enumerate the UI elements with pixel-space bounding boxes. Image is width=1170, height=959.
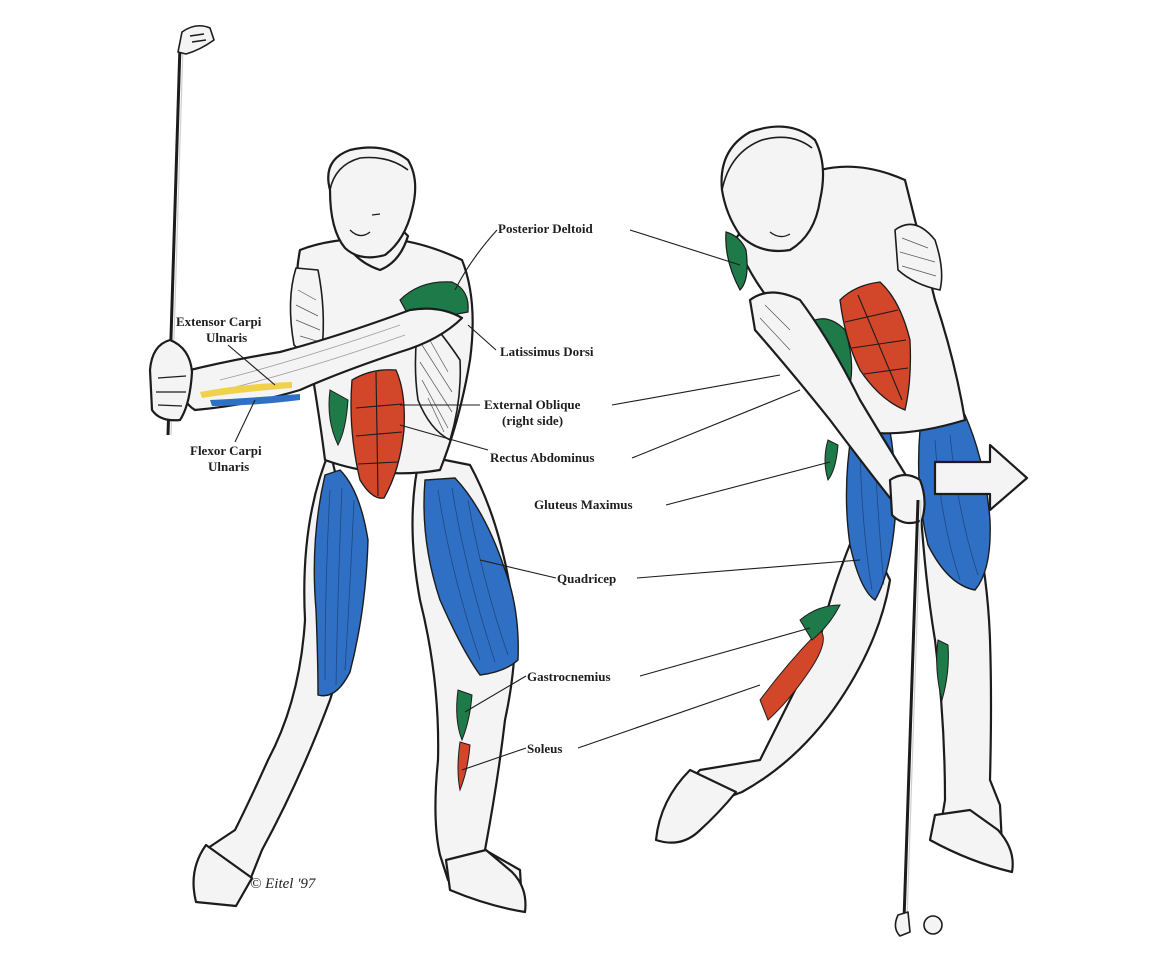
left-quadricep-back xyxy=(313,469,369,697)
leader-soleus-right xyxy=(577,684,761,749)
right-figure-front-shoe xyxy=(928,808,1014,874)
left-figure-hands xyxy=(148,338,194,422)
label-gluteus-maximus: Gluteus Maximus xyxy=(534,497,633,512)
left-figure-head xyxy=(327,146,417,259)
left-quadricep-front xyxy=(423,477,519,676)
label-flexor-carpi-line2: Ulnaris xyxy=(208,459,249,474)
left-extensor-carpi-ulnaris xyxy=(200,382,292,398)
leader-quadricep-left xyxy=(479,559,557,579)
left-golfer-figure xyxy=(148,24,527,914)
label-external-oblique-line1: External Oblique xyxy=(484,397,581,412)
left-soleus xyxy=(457,741,471,792)
right-figure-hands xyxy=(888,473,926,525)
right-posterior-deltoid xyxy=(725,231,748,291)
right-figure-head xyxy=(720,125,825,253)
label-soleus: Soleus xyxy=(527,741,562,756)
label-posterior-deltoid: Posterior Deltoid xyxy=(498,221,593,236)
leader-gastrocnemius-right xyxy=(639,627,811,677)
label-flexor-carpi-line1: Flexor Carpi xyxy=(190,443,262,458)
direction-arrow xyxy=(933,443,1029,512)
label-gastrocnemius: Gastrocnemius xyxy=(527,669,611,684)
leader-external-oblique-right xyxy=(611,374,781,406)
leader-extensor-carpi xyxy=(227,344,276,386)
label-latissimus-dorsi: Latissimus Dorsi xyxy=(500,344,594,359)
right-club-shaft xyxy=(902,499,920,921)
leader-flexor-carpi xyxy=(234,399,256,443)
muscle-labels: Posterior Deltoid Extensor Carpi Ulnaris… xyxy=(176,221,633,756)
left-figure-back-shoe xyxy=(192,843,254,908)
leader-posterior-deltoid-right xyxy=(629,229,741,266)
leader-posterior-deltoid-left xyxy=(454,229,498,291)
leader-gluteus xyxy=(665,461,831,506)
label-extensor-carpi-line1: Extensor Carpi xyxy=(176,314,262,329)
golf-ball xyxy=(923,915,943,935)
label-external-oblique-line2: (right side) xyxy=(502,413,563,428)
leader-rectus-right xyxy=(631,389,801,459)
label-extensor-carpi-line2: Ulnaris xyxy=(206,330,247,345)
leader-lines xyxy=(227,229,861,771)
right-figure-back-shoe xyxy=(654,768,738,844)
artist-signature: © Eitel '97 xyxy=(250,876,317,892)
right-soleus xyxy=(759,629,824,721)
left-club-head xyxy=(177,24,215,55)
right-gluteus-maximus xyxy=(824,439,839,482)
left-external-oblique xyxy=(328,389,349,447)
leader-latissimus xyxy=(467,324,497,351)
leader-soleus-left xyxy=(461,747,527,771)
leader-rectus-left xyxy=(399,424,489,451)
right-club-head xyxy=(894,911,911,937)
leader-gastrocnemius-left xyxy=(464,675,527,713)
left-gastrocnemius xyxy=(456,689,473,742)
left-figure-front-shoe xyxy=(444,848,527,914)
right-gastrocnemius xyxy=(799,604,841,641)
label-quadricep: Quadricep xyxy=(557,571,616,586)
leader-quadricep-right xyxy=(636,559,861,579)
label-rectus-abdominus: Rectus Abdominus xyxy=(490,450,594,465)
right-golfer-figure xyxy=(654,125,1029,937)
